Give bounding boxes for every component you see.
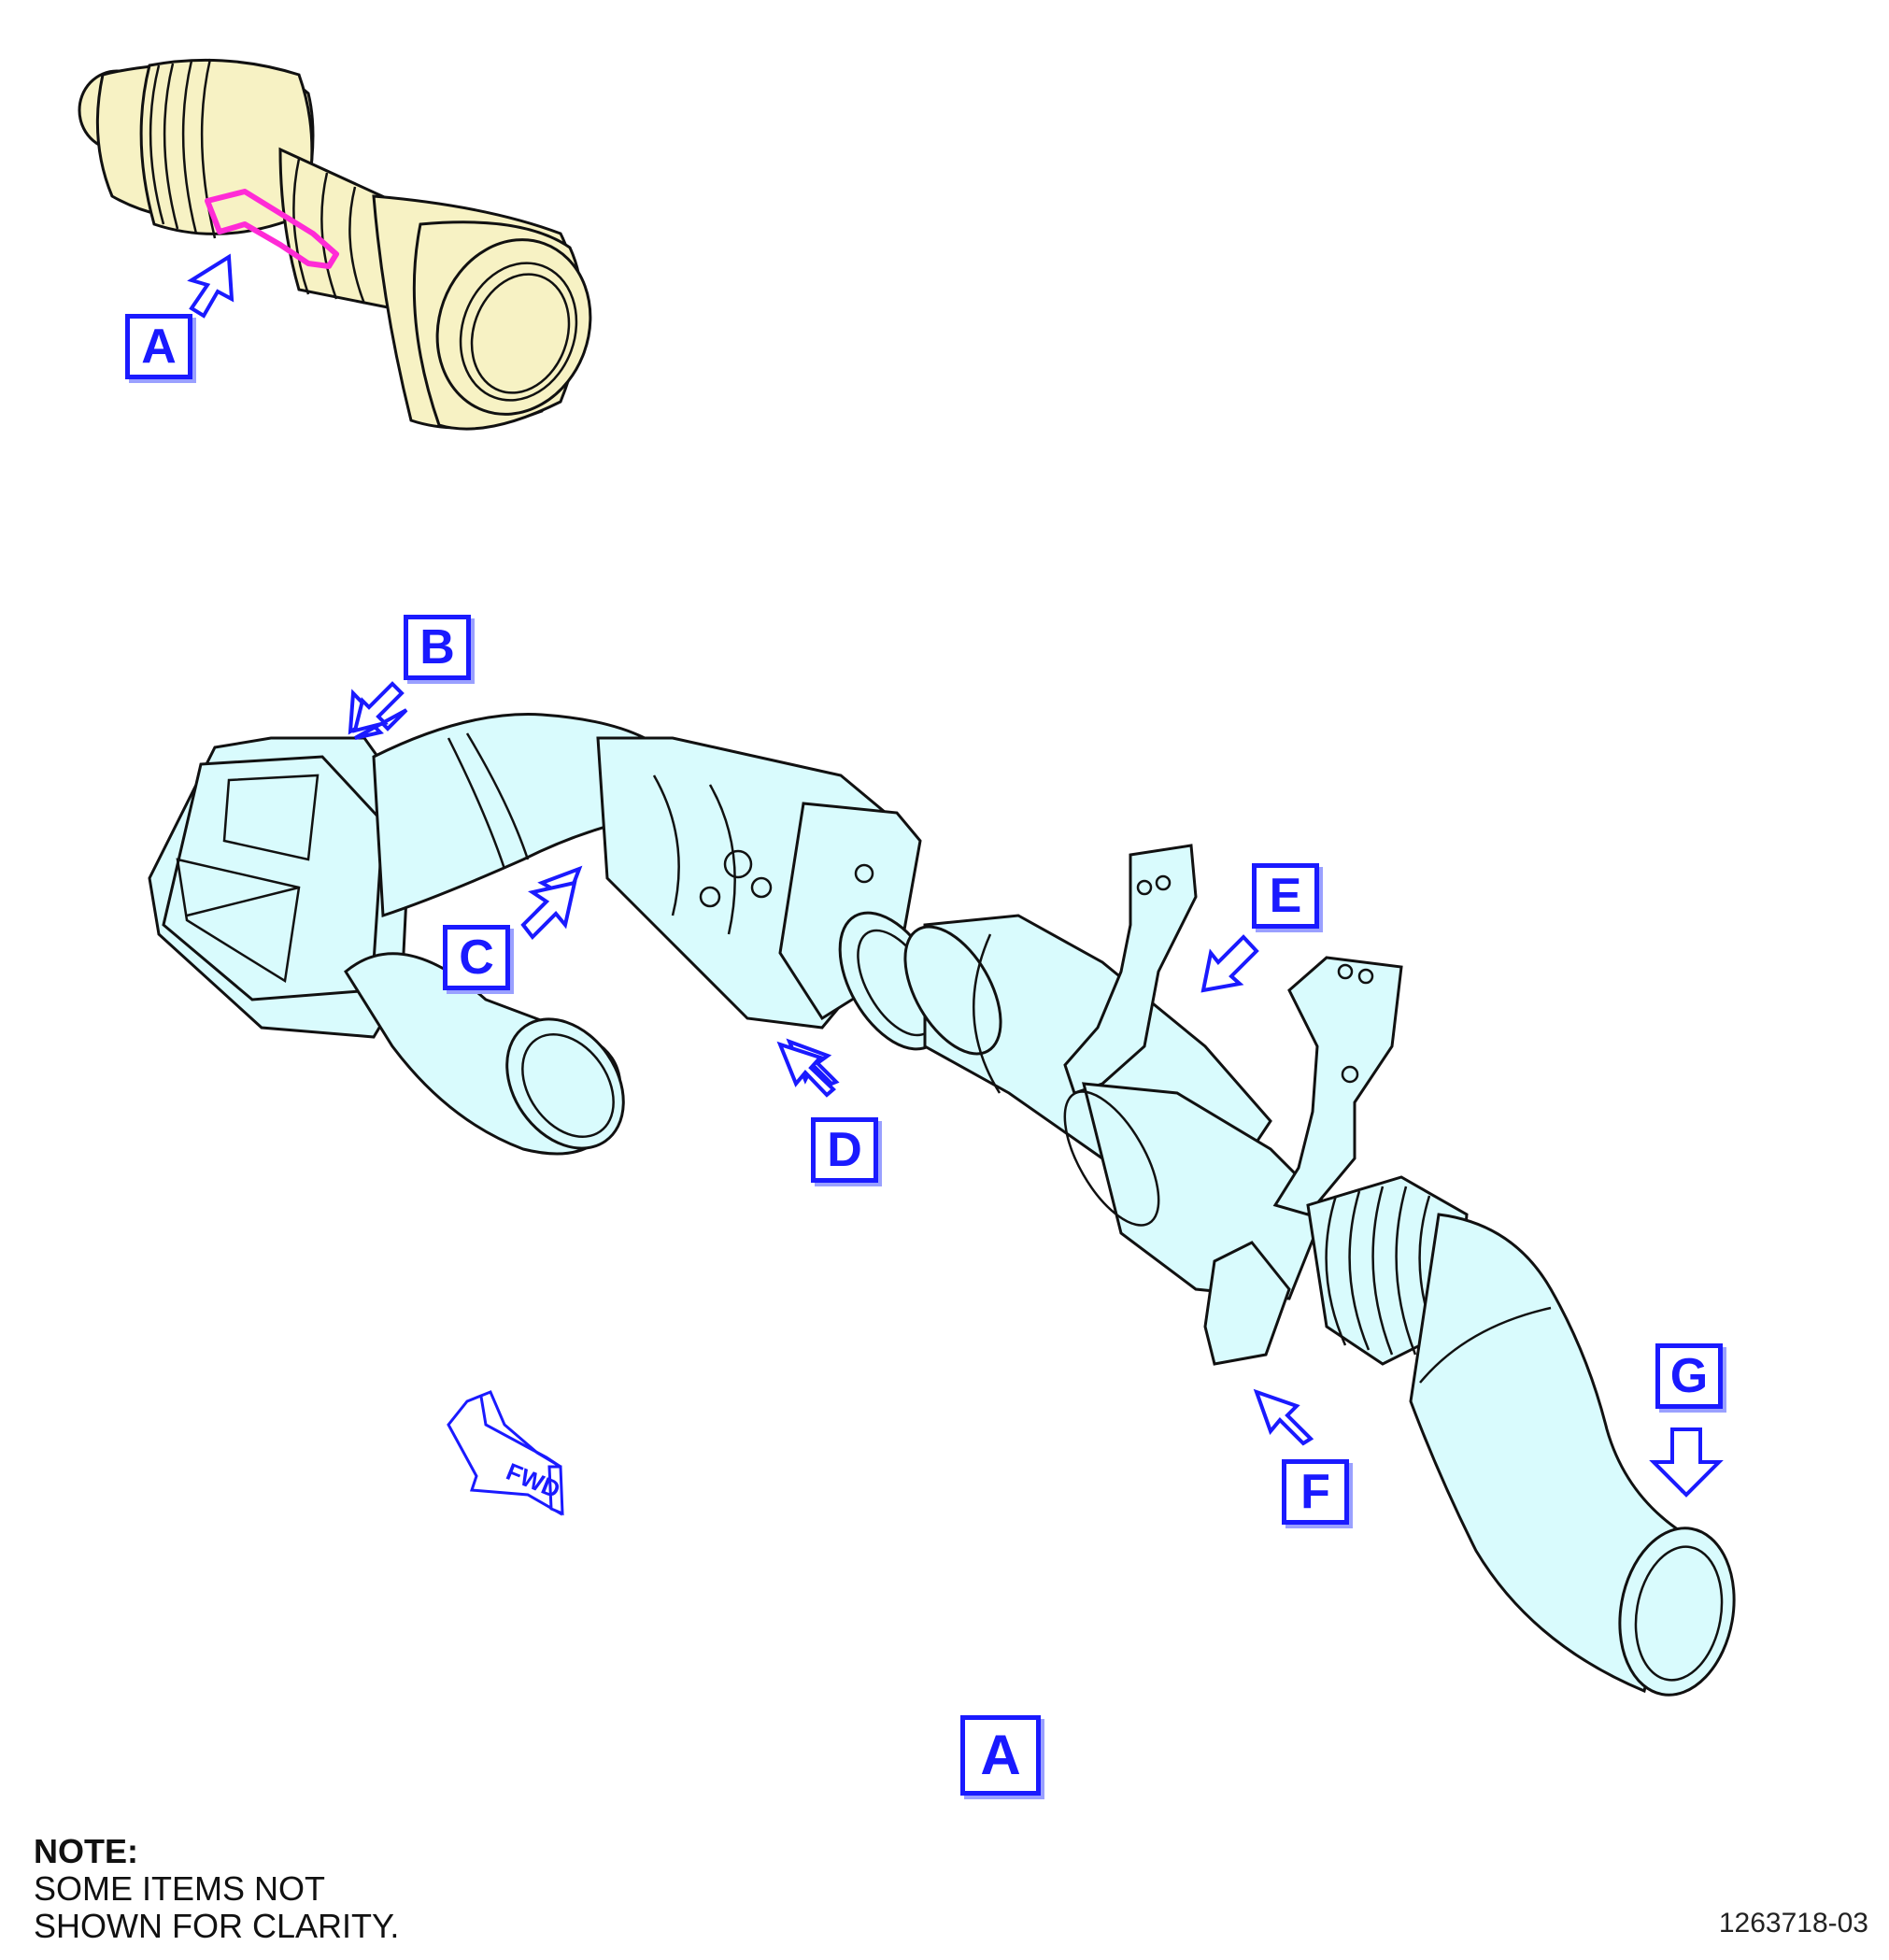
arrow-icon [1649, 1427, 1724, 1498]
callout-b: B [404, 615, 471, 680]
highlighted-duct [205, 189, 339, 269]
arrow-icon [520, 880, 577, 941]
callout-g: G [1655, 1343, 1723, 1409]
note-heading: NOTE: [34, 1832, 138, 1870]
callout-d: D [811, 1117, 878, 1183]
arrow-icon [776, 1041, 836, 1098]
view-arrows [348, 681, 1724, 1498]
arrow-icon [1200, 934, 1259, 993]
callout-a-top: A [125, 314, 192, 379]
note-line-2: SHOWN FOR CLARITY. [34, 1907, 400, 1945]
callout-a-bottom: A [960, 1715, 1041, 1796]
arrow-icon [187, 253, 234, 319]
arrow-icon [1253, 1388, 1314, 1446]
note-block: NOTE: SOME ITEMS NOT SHOWN FOR CLARITY. [34, 1833, 399, 1945]
arrow-icon [352, 681, 405, 733]
note-line-1: SOME ITEMS NOT [34, 1869, 326, 1908]
figure-id: 1263718-03 [1718, 1908, 1868, 1939]
engine-overview [78, 58, 592, 431]
duct-assembly [148, 713, 1736, 1697]
callout-c: C [443, 925, 510, 990]
callout-f: F [1282, 1459, 1349, 1525]
callout-e: E [1252, 863, 1319, 929]
fwd-arrow-icon: FWD [447, 1390, 564, 1516]
